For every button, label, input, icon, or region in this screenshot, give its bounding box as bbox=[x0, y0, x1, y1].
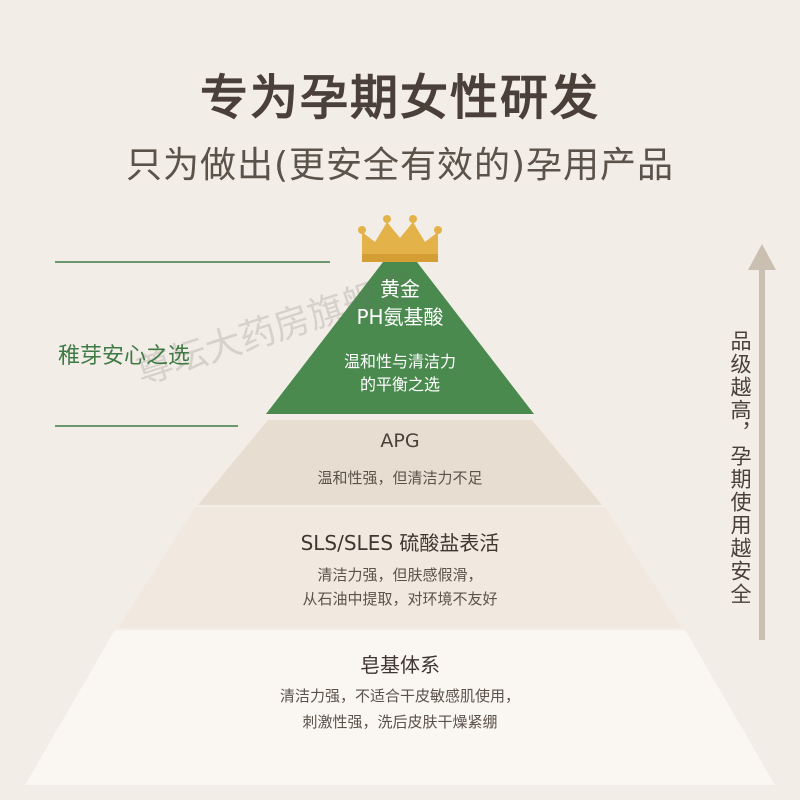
level-soap-title: 皂基体系 bbox=[360, 653, 440, 677]
level-sls-desc: 清洁力强，但肤感假滑， 从石油中提取，对环境不友好 bbox=[150, 563, 650, 611]
page-title: 专为孕期女性研发 bbox=[199, 70, 600, 126]
level-gold-desc: 温和性与清洁力 的平衡之选 bbox=[150, 350, 650, 396]
level-apg-shape bbox=[198, 420, 602, 505]
level-gold-desc-line1: 温和性与清洁力 bbox=[343, 352, 456, 371]
level-gold-title: 黄金 PH氨基酸 bbox=[150, 275, 650, 331]
page-subtitle: 只为做出(更安全有效的)孕用产品 bbox=[125, 145, 675, 186]
level-soap-desc-line2: 刺激性强，洗后皮肤干燥紧绷 bbox=[302, 713, 498, 731]
level-gold-shape bbox=[266, 240, 534, 414]
level-gold-title-line2: PH氨基酸 bbox=[356, 305, 444, 329]
level-sls-shape bbox=[118, 507, 682, 628]
side-label: 稚芽安心之选 bbox=[58, 344, 191, 369]
arrow-label: 品级越高，孕期使用越安全 bbox=[728, 330, 752, 606]
level-soap-desc: 清洁力强，不适合干皮敏感肌使用， 刺激性强，洗后皮肤干燥紧绷 bbox=[150, 683, 650, 735]
level-gold-title-line1: 黄金 bbox=[380, 277, 420, 301]
level-apg-title: APG bbox=[380, 430, 420, 452]
level-soap-desc-line1: 清洁力强，不适合干皮敏感肌使用， bbox=[279, 687, 520, 705]
level-sls-desc-line1: 清洁力强，但肤感假滑， bbox=[317, 566, 483, 584]
level-soap-shape bbox=[25, 630, 775, 785]
level-gold-desc-line2: 的平衡之选 bbox=[359, 375, 440, 394]
level-sls-title: SLS/SLES 硫酸盐表活 bbox=[300, 531, 500, 555]
crown-icon bbox=[358, 215, 442, 262]
level-apg-desc: 温和性强，但清洁力不足 bbox=[317, 469, 483, 487]
up-arrow-icon bbox=[748, 244, 776, 640]
level-sls-desc-line2: 从石油中提取，对环境不友好 bbox=[302, 590, 498, 608]
